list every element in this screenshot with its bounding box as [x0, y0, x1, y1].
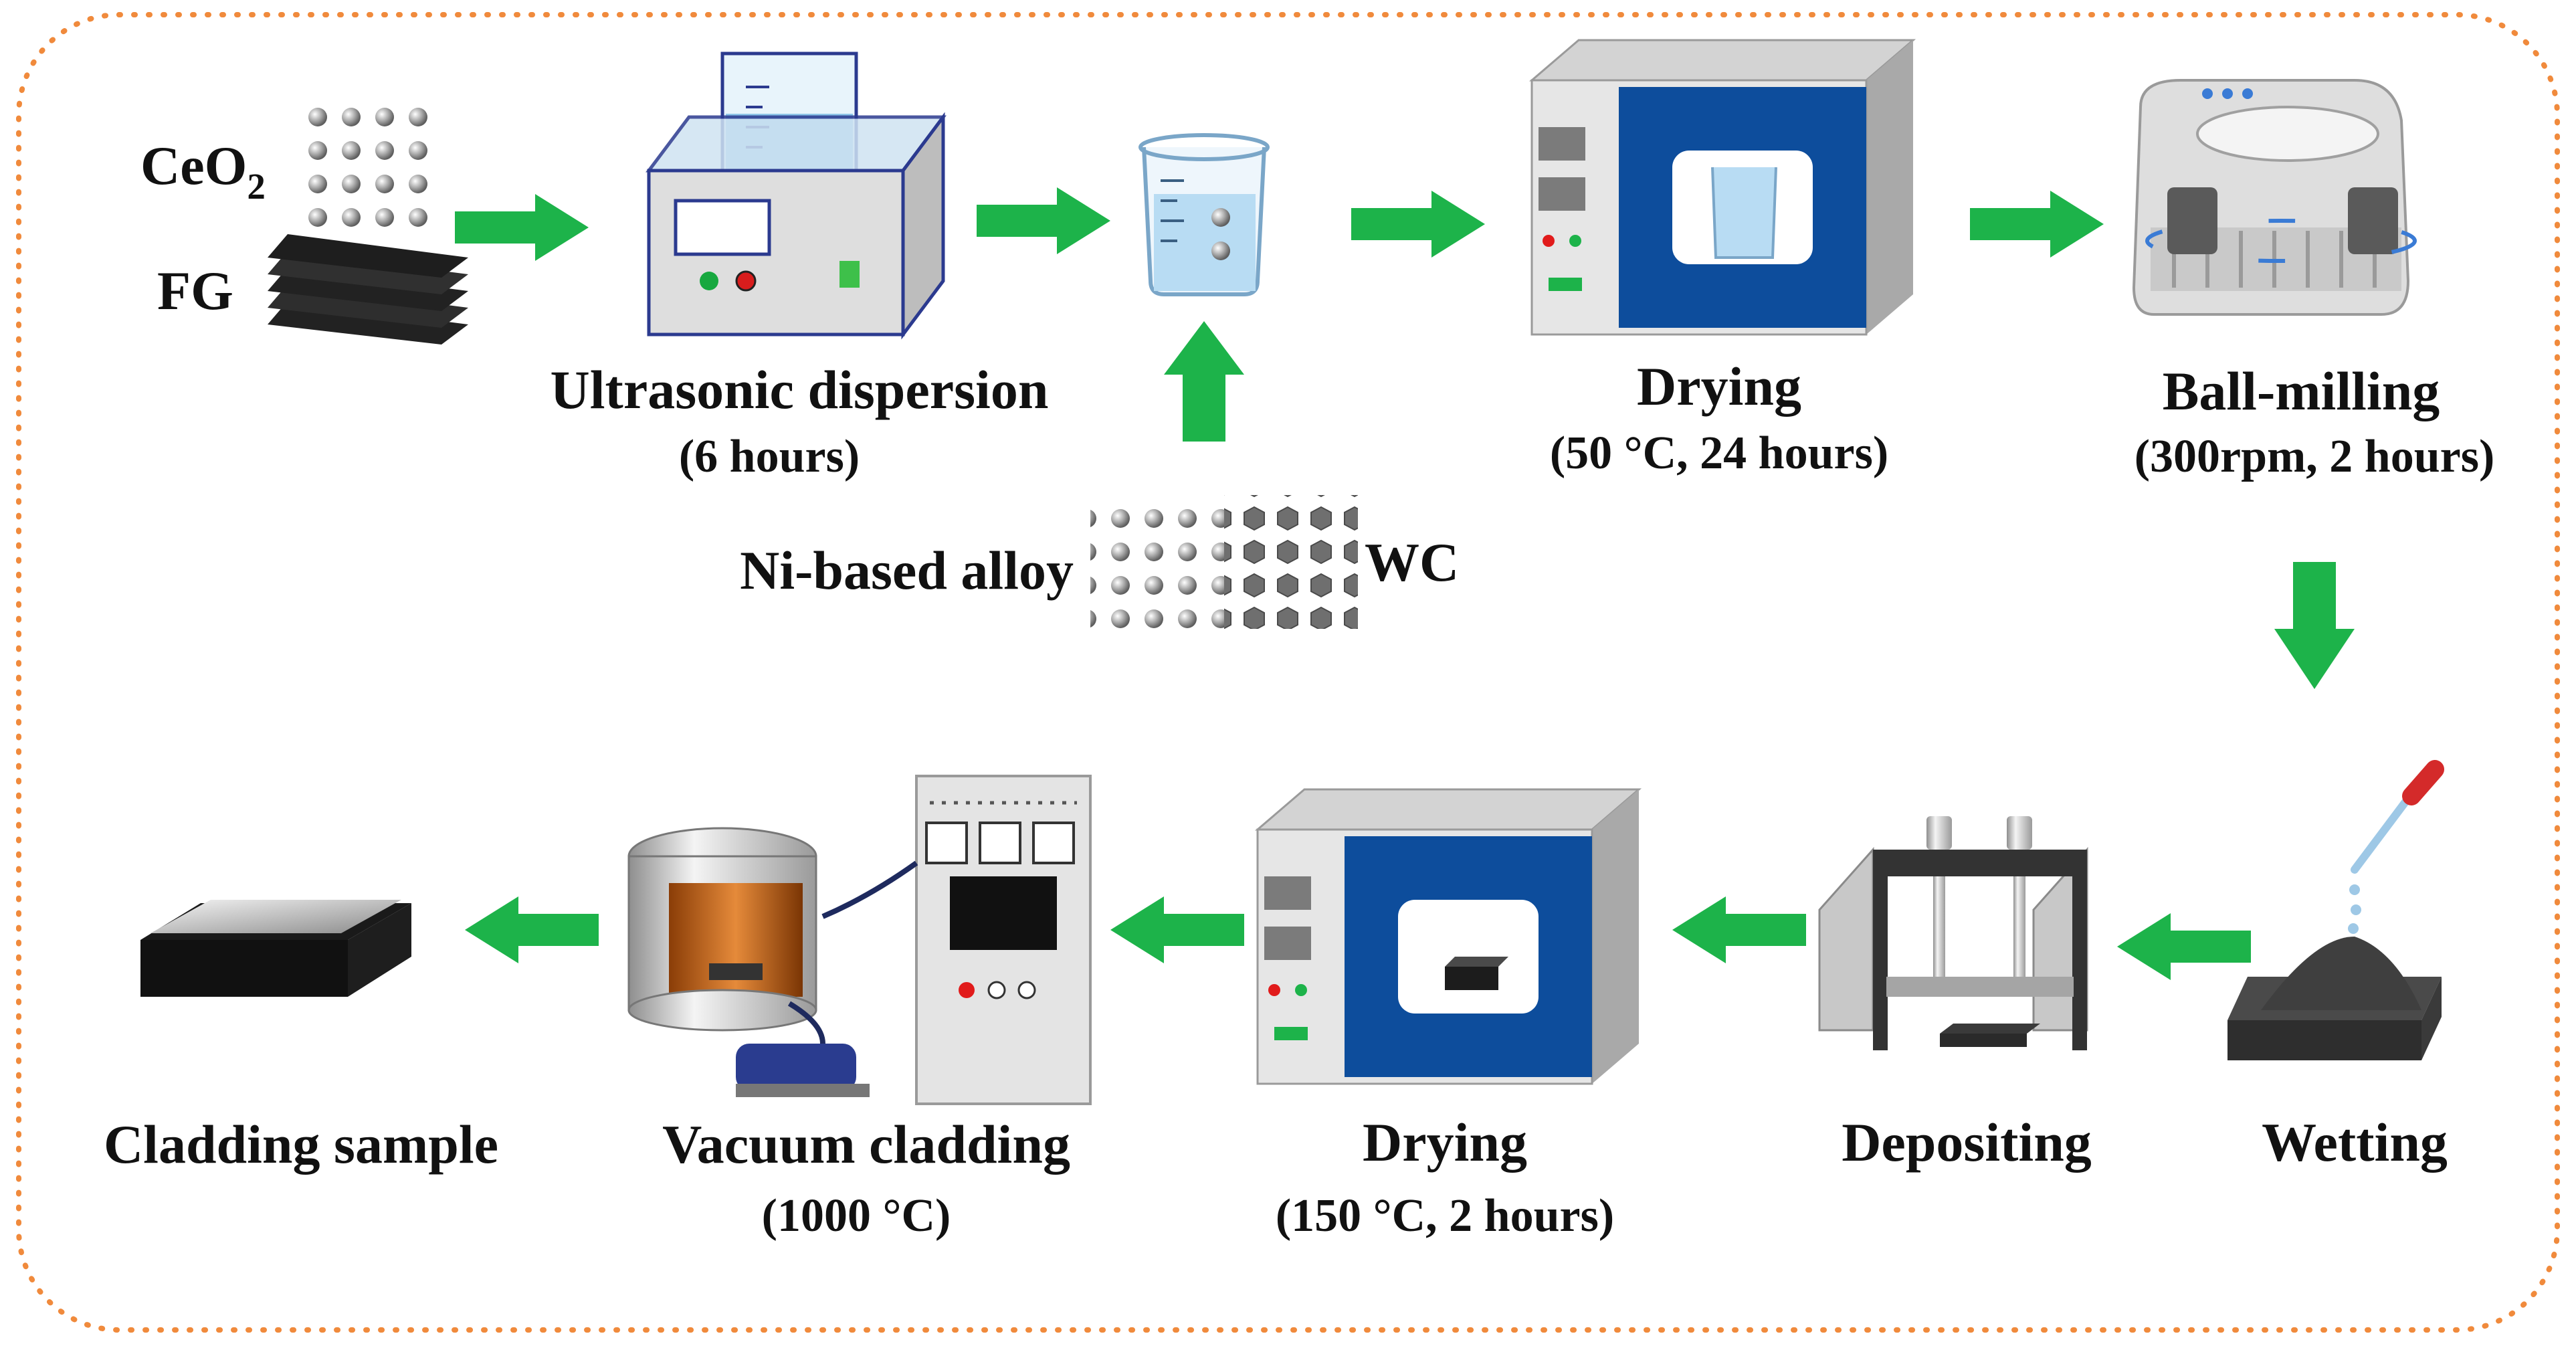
- vacuum-title: Vacuum cladding: [662, 1114, 1070, 1175]
- fg-graphite-sheets-icon: [268, 234, 468, 345]
- drying2-title: Drying: [1363, 1112, 1527, 1173]
- arrow-to-ballmill: [1970, 191, 2104, 258]
- vacuum-detail: (1000 °C): [762, 1190, 951, 1242]
- ceo2-label: CeO2: [140, 135, 266, 207]
- ball-mill-icon: [2132, 79, 2417, 316]
- ceo2-particles-icon: [294, 104, 428, 237]
- ballmill-title: Ball-milling: [2163, 361, 2440, 421]
- arrow-to-vacuum: [1110, 896, 1244, 963]
- ultrasonic-bath-icon: [646, 52, 947, 340]
- wc-label: WC: [1365, 532, 1459, 593]
- drying-oven-icon: [1254, 788, 1642, 1085]
- press-mold-icon: [1818, 816, 2088, 1050]
- vacuum-furnace-icon: [627, 775, 1092, 1105]
- fg-label: FG: [157, 260, 233, 321]
- depositing-title: Depositing: [1842, 1112, 2092, 1173]
- ultrasonic-title: Ultrasonic dispersion: [551, 359, 1049, 420]
- wc-particles-icon: [1224, 495, 1358, 629]
- drying-oven-icon: [1528, 39, 1916, 336]
- dropper-powder-icon: [2227, 760, 2444, 1060]
- cladding-sample-icon: [140, 900, 411, 997]
- arrow-to-drying1: [1351, 191, 1485, 258]
- sample-title: Cladding sample: [104, 1114, 498, 1175]
- drying1-title: Drying: [1637, 356, 1801, 417]
- arrow-to-sample: [465, 896, 599, 963]
- ultrasonic-detail: (6 hours): [679, 431, 860, 482]
- arrow-to-ultrasonic: [455, 194, 589, 261]
- mixture-beaker-icon: [1138, 133, 1270, 296]
- ni-alloy-particles-icon: [1090, 495, 1224, 629]
- arrow-up-to-mixture: [1164, 321, 1244, 442]
- ballmill-detail: (300rpm, 2 hours): [2135, 431, 2495, 482]
- drying2-detail: (150 °C, 2 hours): [1276, 1190, 1614, 1242]
- ni-alloy-label: Ni-based alloy: [740, 540, 1074, 601]
- wetting-title: Wetting: [2262, 1112, 2448, 1173]
- arrow-to-mixture: [977, 187, 1110, 254]
- arrow-down-to-wetting: [2274, 562, 2355, 689]
- arrow-to-depositing: [2117, 913, 2251, 980]
- arrow-to-drying2: [1672, 896, 1806, 963]
- drying1-detail: (50 °C, 24 hours): [1550, 427, 1888, 479]
